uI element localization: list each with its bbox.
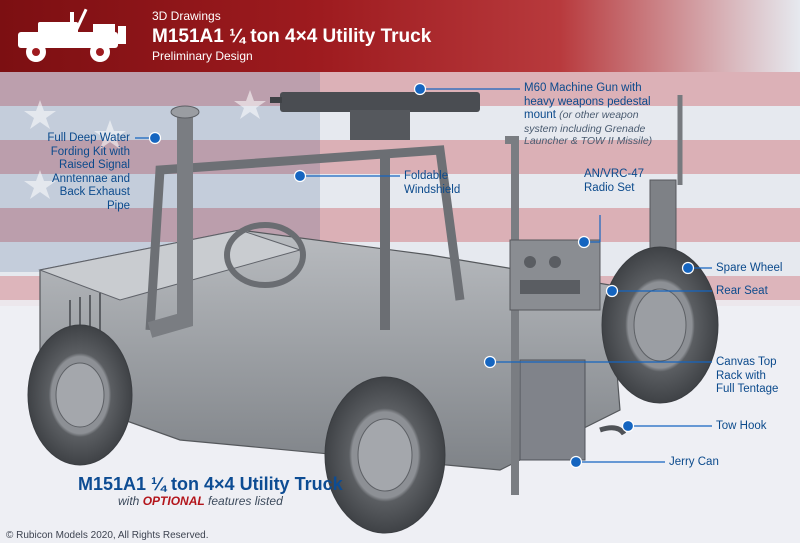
callout-gun-note-2: system including Grenade <box>524 122 646 135</box>
callout-fording-line-5: Back Exhaust <box>59 186 130 198</box>
footer-title: M151A1 ¼ ton 4×4 Utility Truck <box>78 474 343 494</box>
footer-subtitle: with OPTIONAL features listed <box>118 494 283 508</box>
callout-fording-kit: Full Deep Water Fording Kit with Raised … <box>18 132 130 213</box>
callout-rear-seat: Rear Seat <box>716 285 768 297</box>
callout-canvas-line-2: Rack with <box>716 369 766 382</box>
callout-canvas-line-3: Full Tentage <box>716 383 779 395</box>
footer-sub-pre: with <box>118 494 140 508</box>
callout-gun-line-1: M60 Machine Gun with <box>524 82 642 94</box>
callout-fording-line-3: Raised Signal <box>59 159 130 171</box>
header-kicker: 3D Drawings <box>152 9 221 23</box>
footer-sub-post: features listed <box>208 494 283 508</box>
callout-canvas-line-1: Canvas Top <box>716 356 777 368</box>
callout-fording-line-1: Full Deep Water <box>47 132 130 144</box>
callout-radio: AN/VRC-47 Radio Set <box>584 168 644 195</box>
callout-jerry-can: Jerry Can <box>669 456 719 468</box>
callout-fording-line-2: Fording Kit with <box>50 145 130 158</box>
callout-fording-line-6: Pipe <box>106 199 130 212</box>
callout-windshield: Foldable Windshield <box>404 170 460 197</box>
callout-radio-line-2: Radio Set <box>584 181 635 194</box>
callout-spare-wheel: Spare Wheel <box>716 262 783 274</box>
callout-gun-note-1: (or other weapon <box>559 109 639 121</box>
page-title: M151A1 ¼ ton 4×4 Utility Truck <box>152 26 432 47</box>
callout-fording-line-4: Anntennae and <box>51 172 130 185</box>
callout-windshield-line-1: Foldable <box>404 170 449 182</box>
callout-windshield-line-2: Windshield <box>404 183 461 196</box>
callout-gun-line-3: mount <box>524 109 556 121</box>
callout-machine-gun: M60 Machine Gun with heavy weapons pedes… <box>524 82 684 147</box>
header-subtitle: Preliminary Design <box>152 49 253 63</box>
callout-tow-hook: Tow Hook <box>716 420 767 432</box>
header-banner <box>0 0 800 72</box>
callout-canvas-top: Canvas Top Rack with Full Tentage <box>716 356 778 397</box>
callout-radio-line-1: AN/VRC-47 <box>584 168 645 180</box>
callout-gun-note-3: Launcher & TOW II Missile) <box>524 134 653 147</box>
jeep-silhouette-icon <box>18 8 126 62</box>
footer-optional: OPTIONAL <box>142 494 205 508</box>
callout-gun-line-2: heavy weapons pedestal <box>524 95 651 108</box>
copyright: © Rubicon Models 2020, All Rights Reserv… <box>6 530 209 541</box>
